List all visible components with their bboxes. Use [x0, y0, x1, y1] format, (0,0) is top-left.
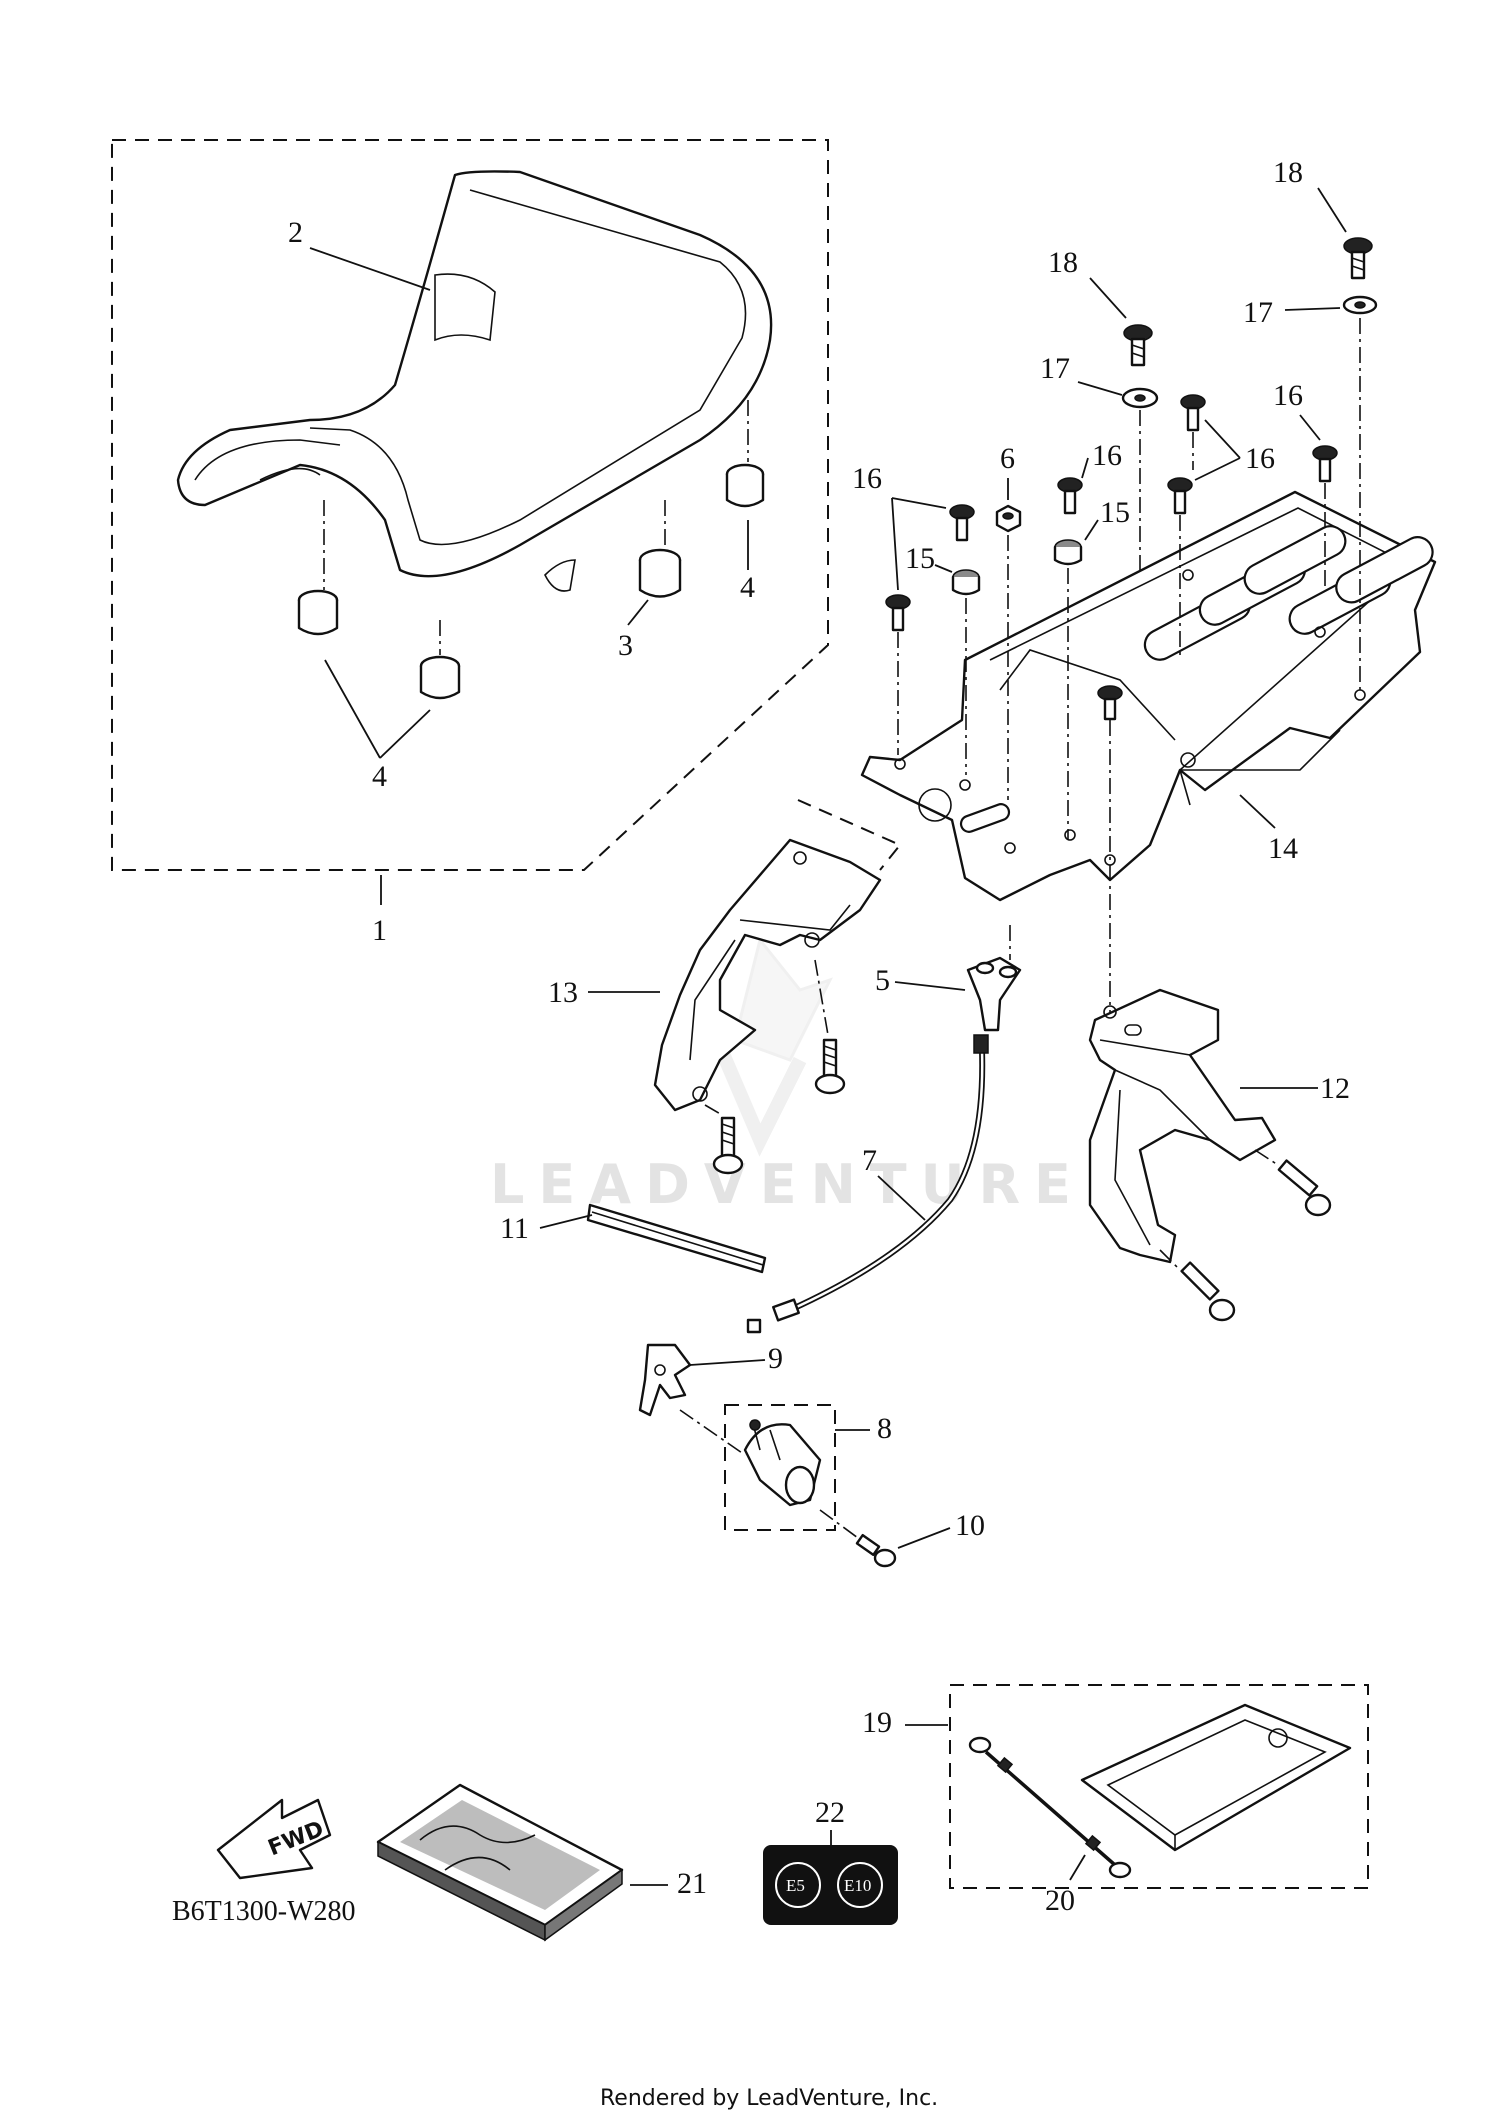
callout-20: 20: [1045, 1884, 1075, 1917]
callout-19: 19: [862, 1706, 892, 1739]
callout-13: 13: [548, 976, 578, 1009]
diagram-code: B6T1300-W280: [172, 1896, 356, 1927]
lock-lever-9: [638, 1343, 692, 1417]
seat-lock-8: [743, 1419, 822, 1507]
bolt-18-left: [1123, 324, 1153, 367]
bolt-16-center: [1057, 477, 1083, 515]
callout-17-right: 17: [1243, 296, 1273, 329]
lock-assembly-boundary: [724, 1404, 836, 1531]
callout-4-right: 4: [740, 571, 755, 604]
badge-e5: E5: [786, 1876, 805, 1895]
callout-4-left: 4: [372, 760, 387, 793]
callout-17-left: 17: [1040, 352, 1070, 385]
rear-carrier-14: [860, 490, 1437, 902]
seat-damper-3: [638, 548, 682, 598]
spacer-15-center: [1053, 539, 1083, 566]
callout-15-left: 15: [905, 542, 935, 575]
callout-2: 2: [288, 216, 303, 249]
callout-16-pair: 16: [1245, 442, 1275, 475]
seat-damper-4-center: [419, 655, 461, 700]
callout-14: 14: [1268, 832, 1298, 865]
callout-3: 3: [618, 629, 633, 662]
owners-manual-21: [376, 1783, 624, 1942]
callout-6: 6: [1000, 442, 1015, 475]
render-credit: Rendered by LeadVenture, Inc.: [600, 2086, 938, 2111]
fuel-label-22: [763, 1845, 898, 1925]
callout-12: 12: [1320, 1072, 1350, 1105]
bolt-16-left-a: [949, 504, 975, 542]
seat-assembly-boundary: [111, 139, 829, 871]
callout-21: 21: [677, 1867, 707, 1900]
seat-lock-cable-7: [746, 1034, 989, 1334]
bolt-18-right: [1343, 237, 1373, 280]
callout-22: 22: [815, 1796, 845, 1829]
bolt-16-mid: [1167, 477, 1193, 515]
callout-1: 1: [372, 914, 387, 947]
screw-12-upper: [1277, 1159, 1332, 1217]
callout-18-left: 18: [1048, 246, 1078, 279]
callout-11: 11: [500, 1212, 529, 1245]
bracket-13: [653, 838, 882, 1112]
washer-17-left: [1121, 387, 1159, 409]
tool-bag: [1080, 1703, 1352, 1852]
bolt-16-left-b: [885, 594, 911, 632]
callout-16-right: 16: [1273, 379, 1303, 412]
seat-part: [176, 170, 773, 592]
cable-holder-5: [966, 956, 1022, 1032]
helmet-cable-20: [968, 1736, 1132, 1879]
screw-13-upper: [814, 1038, 846, 1095]
washer-17-right: [1342, 295, 1378, 315]
nut-6: [995, 504, 1022, 533]
badge-e10: E10: [844, 1876, 871, 1895]
screw-12-lower: [1180, 1261, 1236, 1322]
callout-8: 8: [877, 1412, 892, 1445]
callout-9: 9: [768, 1342, 783, 1375]
callout-16-left: 16: [852, 462, 882, 495]
bolt-16-right: [1312, 445, 1338, 483]
bolt-16-carrier: [1097, 685, 1123, 721]
screw-10: [855, 1533, 897, 1568]
callout-18-right: 18: [1273, 156, 1303, 189]
screw-13-lower: [712, 1116, 744, 1175]
toolkit-boundary: [949, 1684, 1369, 1889]
bolt-16-top: [1180, 394, 1206, 432]
seat-damper-4-right: [725, 463, 765, 508]
callout-15-center: 15: [1100, 496, 1130, 529]
spacer-15-left: [951, 569, 981, 596]
callout-5: 5: [875, 964, 890, 997]
fwd-arrow-icon: FWD: [216, 1798, 332, 1880]
callout-7: 7: [862, 1144, 877, 1177]
callout-10: 10: [955, 1509, 985, 1542]
seat-damper-4-left: [297, 589, 339, 636]
callout-16-center: 16: [1092, 439, 1122, 472]
watermark-text: LEADVENTURE: [490, 1153, 1085, 1216]
bracket-12: [1088, 988, 1277, 1264]
